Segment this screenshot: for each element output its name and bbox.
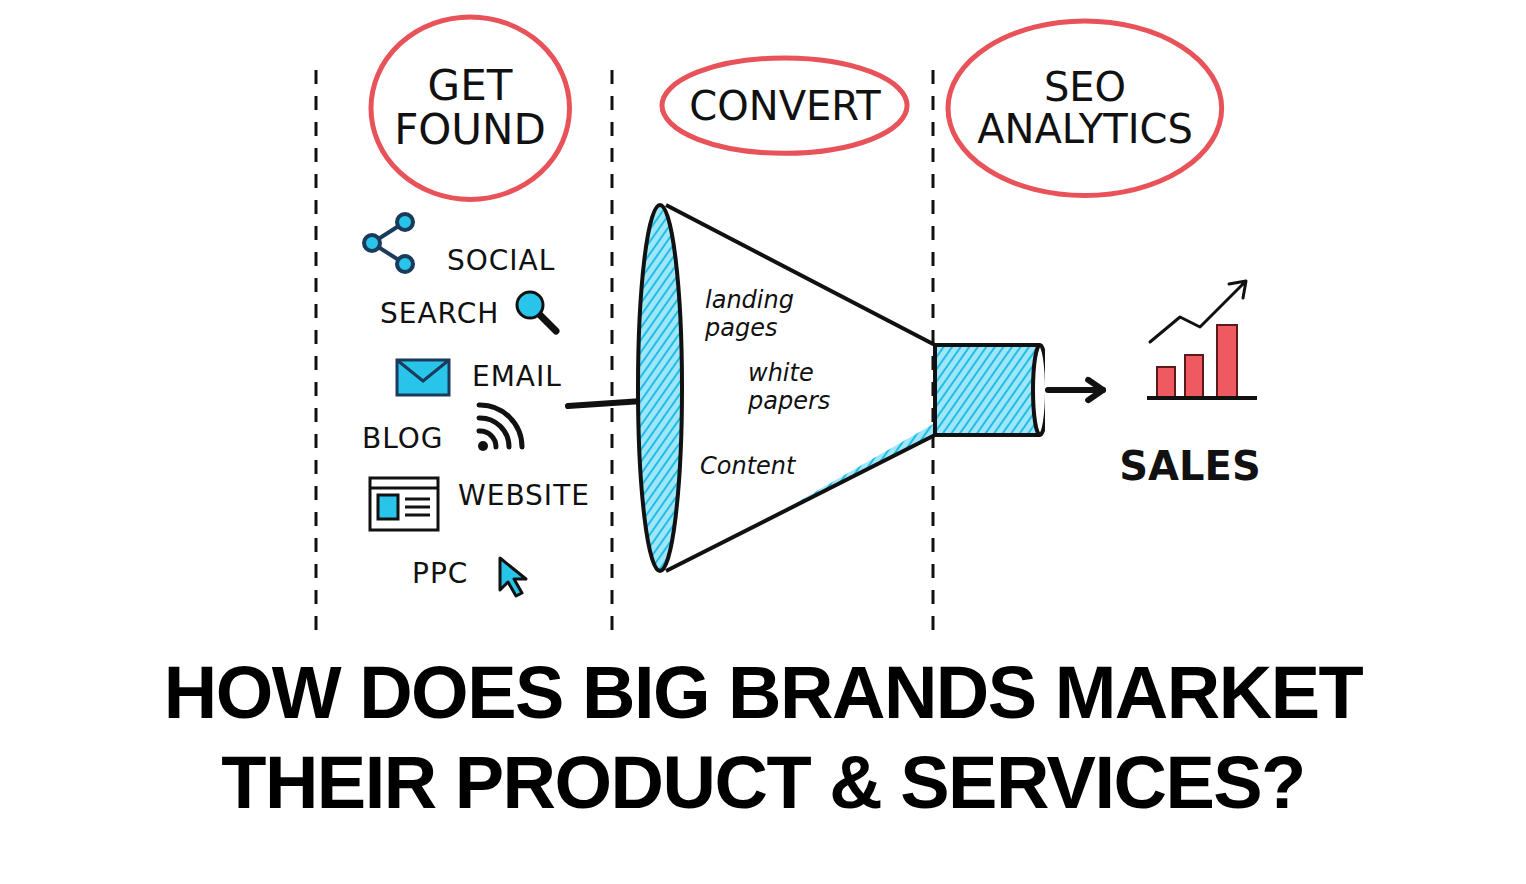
sales-label: SALES bbox=[1105, 442, 1275, 490]
funnel-label: Content bbox=[700, 453, 850, 481]
funnel-hatch bbox=[935, 345, 1040, 435]
chart-bar bbox=[1217, 325, 1237, 397]
header-text: CONVERT bbox=[689, 85, 880, 127]
chart-axis bbox=[1147, 396, 1257, 400]
share-icon bbox=[364, 214, 413, 272]
channel-label: BLOG bbox=[362, 424, 444, 455]
header-ellipse: GET FOUND bbox=[367, 13, 573, 203]
sales-chart: SALES bbox=[1105, 270, 1275, 500]
funnel-outline bbox=[638, 205, 1045, 571]
column-divider bbox=[315, 70, 318, 635]
header-text: SEO ANALYTICS bbox=[960, 66, 1210, 150]
flow-arrow bbox=[1088, 380, 1103, 400]
header-text: GET FOUND bbox=[382, 64, 557, 152]
circle-outline bbox=[371, 17, 569, 199]
rss-icon bbox=[478, 405, 522, 451]
funnel-shape: landing pages white papersContent bbox=[630, 195, 1045, 580]
circle-outline bbox=[948, 21, 1222, 195]
page-title: HOW DOES BIG BRANDS MARKET THEIR PRODUCT… bbox=[73, 648, 1453, 828]
circle-outline bbox=[662, 58, 907, 153]
header-ellipse: CONVERT bbox=[658, 54, 911, 157]
chart-bar bbox=[1157, 367, 1175, 397]
column-divider bbox=[611, 70, 614, 635]
flow-arrow bbox=[1048, 380, 1103, 400]
funnel-outline bbox=[630, 195, 1045, 580]
funnel-label: landing pages bbox=[705, 287, 820, 342]
chart-bar bbox=[1185, 355, 1203, 397]
channel-label: WEBSITE bbox=[458, 481, 590, 512]
email-icon bbox=[397, 360, 449, 395]
funnel-hatch bbox=[638, 205, 682, 571]
cursor-icon bbox=[500, 558, 526, 596]
funnel-label: white papers bbox=[748, 360, 878, 415]
trend-arrow bbox=[1150, 281, 1246, 342]
channel-label: SEARCH bbox=[380, 299, 499, 330]
channel-label: PPC bbox=[412, 559, 468, 590]
header-ellipse: SEO ANALYTICS bbox=[944, 17, 1226, 199]
search-icon bbox=[517, 292, 556, 331]
channel-label: EMAIL bbox=[472, 362, 562, 393]
website-icon bbox=[370, 478, 438, 530]
channel-label: SOCIAL bbox=[447, 246, 555, 277]
